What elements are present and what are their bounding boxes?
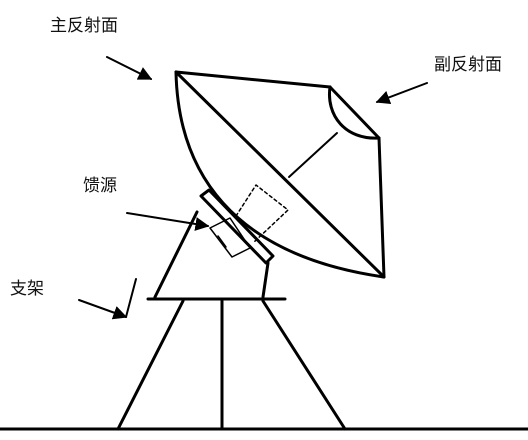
mount-strut-left (153, 210, 199, 299)
main-reflector-shape (174, 70, 386, 279)
arrow-mount (78, 299, 128, 320)
feed-axis (217, 235, 227, 248)
mount-tick (125, 278, 137, 318)
label-sub-reflector: 副反射面 (434, 55, 502, 75)
sub-reflector-strut (288, 132, 338, 178)
sub-reflector-curve (327, 85, 381, 140)
label-main-reflector: 主反射面 (50, 16, 118, 36)
tripod-leg-right (261, 299, 347, 431)
arrow-main-reflector (106, 56, 153, 80)
label-feed: 馈源 (83, 176, 117, 196)
feed-horn (209, 217, 251, 258)
tripod-leg-left (116, 299, 185, 431)
sub-support-back (328, 85, 381, 140)
feed-cone-dotted (235, 184, 289, 244)
label-mount: 支架 (10, 279, 44, 299)
sub-support-right (377, 136, 386, 279)
main-reflector-rim (174, 70, 386, 279)
arrow-sub-reflector (375, 82, 428, 105)
sub-support-top (174, 70, 332, 89)
arrow-feed (126, 212, 210, 231)
mount-strut-right (261, 261, 270, 299)
